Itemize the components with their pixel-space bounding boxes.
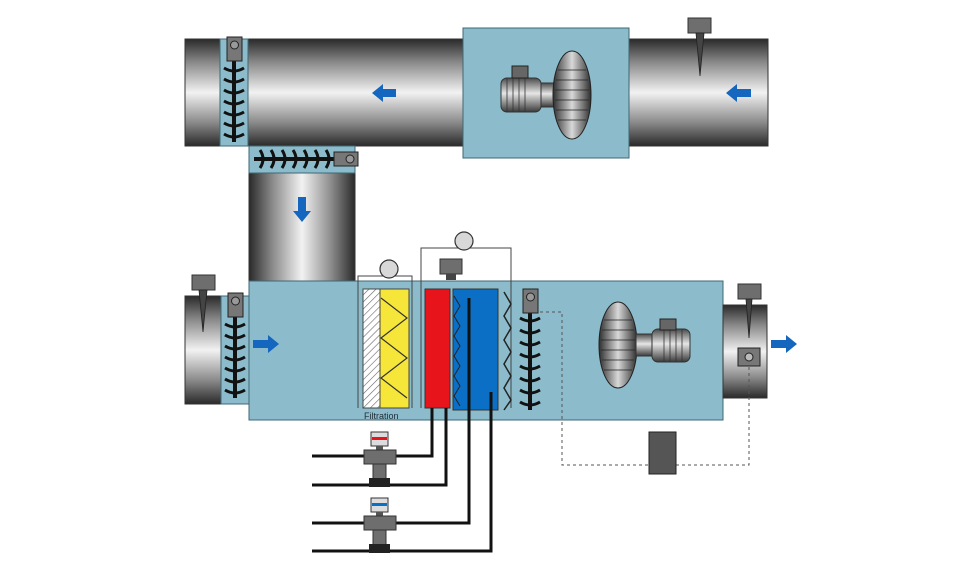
temperature-sensor-icon[interactable] [191,274,216,333]
pressure-gauge-icon[interactable] [454,231,474,251]
temperature-sensor-icon[interactable] [687,17,712,77]
airflow-arrow-icon [771,335,797,353]
mist-eliminator-icon [503,291,512,411]
damper-icon[interactable] [220,292,250,405]
airflow-arrow-icon [372,84,396,102]
centrifugal-fan-icon[interactable] [598,301,691,389]
cooling-coil [452,288,499,411]
three-way-valve-icon[interactable] [363,497,397,553]
piping [312,298,493,553]
damper-icon[interactable] [219,36,249,147]
airflow-arrow-icon [253,335,279,353]
damper-actuator-icon [226,36,243,62]
three-way-valve-icon[interactable] [363,431,397,487]
airflow-arrow-icon [726,84,751,102]
temperature-sensor-icon[interactable] [439,258,463,280]
damper-icon[interactable] [248,145,359,174]
airflow-sensor-icon[interactable] [737,347,761,367]
controller-icon[interactable] [648,431,677,475]
mixing-duct [248,171,356,283]
filter-section: Filtration [357,275,413,421]
heating-coil [424,288,451,409]
control-wiring [540,311,750,466]
airflow-arrow-icon [293,197,311,222]
filtration-label: Filtration [364,411,399,421]
damper-actuator-icon [522,288,539,314]
eliminator-icon [453,295,461,407]
temperature-sensor-icon[interactable] [737,283,762,339]
damper-actuator-icon [333,151,359,167]
pressure-gauge-icon[interactable] [379,259,399,279]
centrifugal-fan-icon[interactable] [500,50,592,140]
damper-icon[interactable] [519,288,541,410]
damper-actuator-icon [227,292,244,318]
